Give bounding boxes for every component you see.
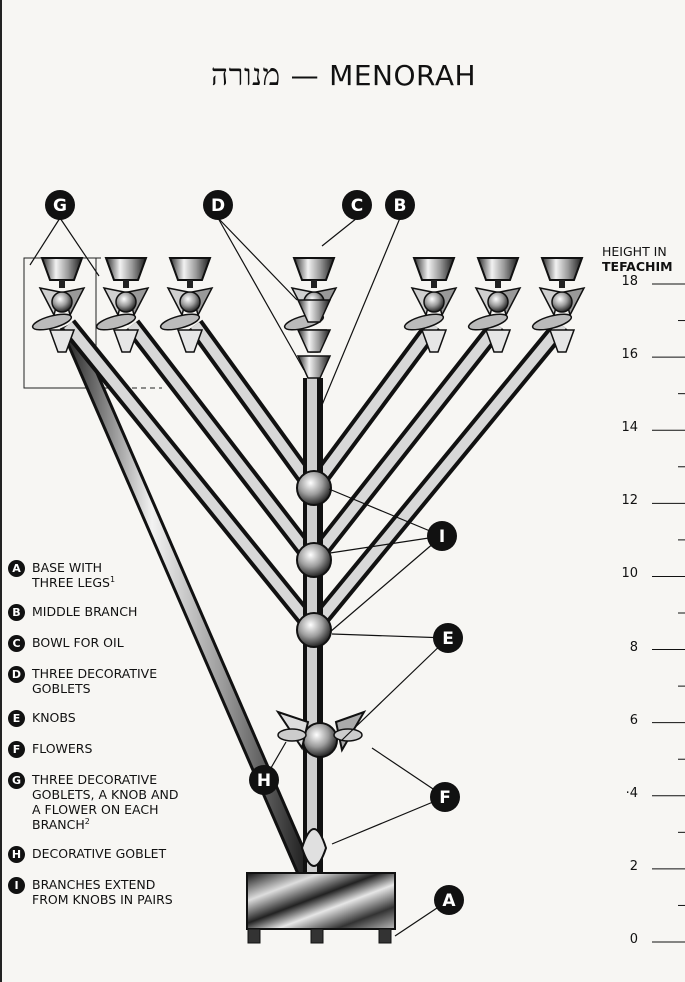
bowl-stem xyxy=(495,280,501,288)
legend-item-a: A BASE WITH THREE LEGS1 xyxy=(8,560,258,590)
legend-text: FLOWERS xyxy=(32,741,92,756)
branch-tops xyxy=(31,258,584,378)
callout-letter: A xyxy=(442,891,456,911)
legend-badge: H xyxy=(8,846,25,863)
branch-knob xyxy=(180,292,200,312)
oil-bowl xyxy=(106,258,146,280)
knob-upper xyxy=(297,471,331,505)
legend-text: BRANCHES EXTEND FROM KNOBS IN PAIRS xyxy=(32,877,173,907)
base-block xyxy=(247,873,395,929)
bowl-stem xyxy=(431,280,437,288)
oil-bowl xyxy=(42,258,82,280)
bowl-stem xyxy=(559,280,565,288)
legend-badge: F xyxy=(8,741,25,758)
callout-letter: I xyxy=(439,527,445,547)
knob-middle xyxy=(297,543,331,577)
scale-title-line1: HEIGHT IN xyxy=(602,244,673,259)
scale-tick-label: 0 xyxy=(598,932,638,947)
legend-text: BASE WITH THREE LEGS1 xyxy=(32,560,115,590)
branch-knob xyxy=(488,292,508,312)
scale-tick-label: 8 xyxy=(598,640,638,655)
callout-a: A xyxy=(434,885,464,915)
oil-bowl xyxy=(542,258,582,280)
center-decorative-goblet xyxy=(298,330,330,352)
oil-bowl xyxy=(294,258,334,280)
menorah-base xyxy=(247,873,395,943)
callout-letter: H xyxy=(257,771,271,791)
branch-knob xyxy=(52,292,72,312)
legend-item-c: C BOWL FOR OIL xyxy=(8,635,258,652)
legend-badge: B xyxy=(8,604,25,621)
base-leg-right xyxy=(379,929,391,943)
legend-badge: E xyxy=(8,710,25,727)
legend-badge: D xyxy=(8,666,25,683)
legend-text: THREE DECORATIVE GOBLETS, A KNOB AND A F… xyxy=(32,772,178,832)
scale-title-line2: TEFACHIM xyxy=(602,259,673,274)
bowl-stem xyxy=(123,280,129,288)
scale-tick-label: 16 xyxy=(598,347,638,362)
legend-text: THREE DECORATIVE GOBLETS xyxy=(32,666,157,696)
decorative-goblet xyxy=(114,330,138,352)
callout-letter: E xyxy=(442,629,454,649)
legend-text: BOWL FOR OIL xyxy=(32,635,124,650)
scale-tick-label: 10 xyxy=(598,566,638,581)
callout-e: E xyxy=(433,623,463,653)
callout-c: C xyxy=(342,190,372,220)
bowl-stem xyxy=(59,280,65,288)
knob-lower xyxy=(297,613,331,647)
callout-i: I xyxy=(427,521,457,551)
legend-item-d: D THREE DECORATIVE GOBLETS xyxy=(8,666,258,696)
scale-tick-label: 6 xyxy=(598,713,638,728)
oil-bowl xyxy=(414,258,454,280)
callout-b: B xyxy=(385,190,415,220)
legend-text: MIDDLE BRANCH xyxy=(32,604,137,619)
base-leg-left xyxy=(248,929,260,943)
oil-bowl xyxy=(170,258,210,280)
callout-letter: B xyxy=(394,196,407,216)
callout-letter: C xyxy=(351,196,363,216)
legend-badge: G xyxy=(8,772,25,789)
legend-footnote-mark: 2 xyxy=(85,817,90,826)
callout-letter: D xyxy=(211,196,225,216)
legend-item-h: H DECORATIVE GOBLET xyxy=(8,846,258,863)
branch-top xyxy=(403,258,456,352)
callout-letter: G xyxy=(53,196,67,216)
legend-item-i: I BRANCHES EXTEND FROM KNOBS IN PAIRS xyxy=(8,877,258,907)
scale-title: HEIGHT IN TEFACHIM xyxy=(602,244,673,274)
callout-d: D xyxy=(203,190,233,220)
height-scale xyxy=(652,284,685,942)
legend-text: KNOBS xyxy=(32,710,76,725)
callout-g: G xyxy=(45,190,75,220)
decorative-goblet xyxy=(178,330,202,352)
knob-stem xyxy=(303,723,337,757)
legend-footnote-mark: 1 xyxy=(110,575,115,584)
callout-f: F xyxy=(430,782,460,812)
legend-badge: I xyxy=(8,877,25,894)
legend-text: DECORATIVE GOBLET xyxy=(32,846,166,861)
branch-knob xyxy=(116,292,136,312)
branch-knob xyxy=(552,292,572,312)
callout-letter: F xyxy=(439,788,451,808)
scale-tick-label: ·4 xyxy=(598,786,638,801)
legend-item-f: F FLOWERS xyxy=(8,741,258,758)
legend-item-e: E KNOBS xyxy=(8,710,258,727)
scale-tick-label: 14 xyxy=(598,420,638,435)
scale-tick-label: 12 xyxy=(598,493,638,508)
bowl-stem xyxy=(311,280,317,288)
legend-item-b: B MIDDLE BRANCH xyxy=(8,604,258,621)
scale-tick-label: 18 xyxy=(598,274,638,289)
base-leg-center xyxy=(311,929,323,943)
bowl-stem xyxy=(187,280,193,288)
legend-badge: C xyxy=(8,635,25,652)
branch-knob xyxy=(424,292,444,312)
legend-badge: A xyxy=(8,560,25,577)
oil-bowl xyxy=(478,258,518,280)
branch-top xyxy=(531,258,584,352)
legend-item-g: G THREE DECORATIVE GOBLETS, A KNOB AND A … xyxy=(8,772,258,832)
scale-tick-label: 2 xyxy=(598,859,638,874)
branch-top xyxy=(467,258,520,352)
